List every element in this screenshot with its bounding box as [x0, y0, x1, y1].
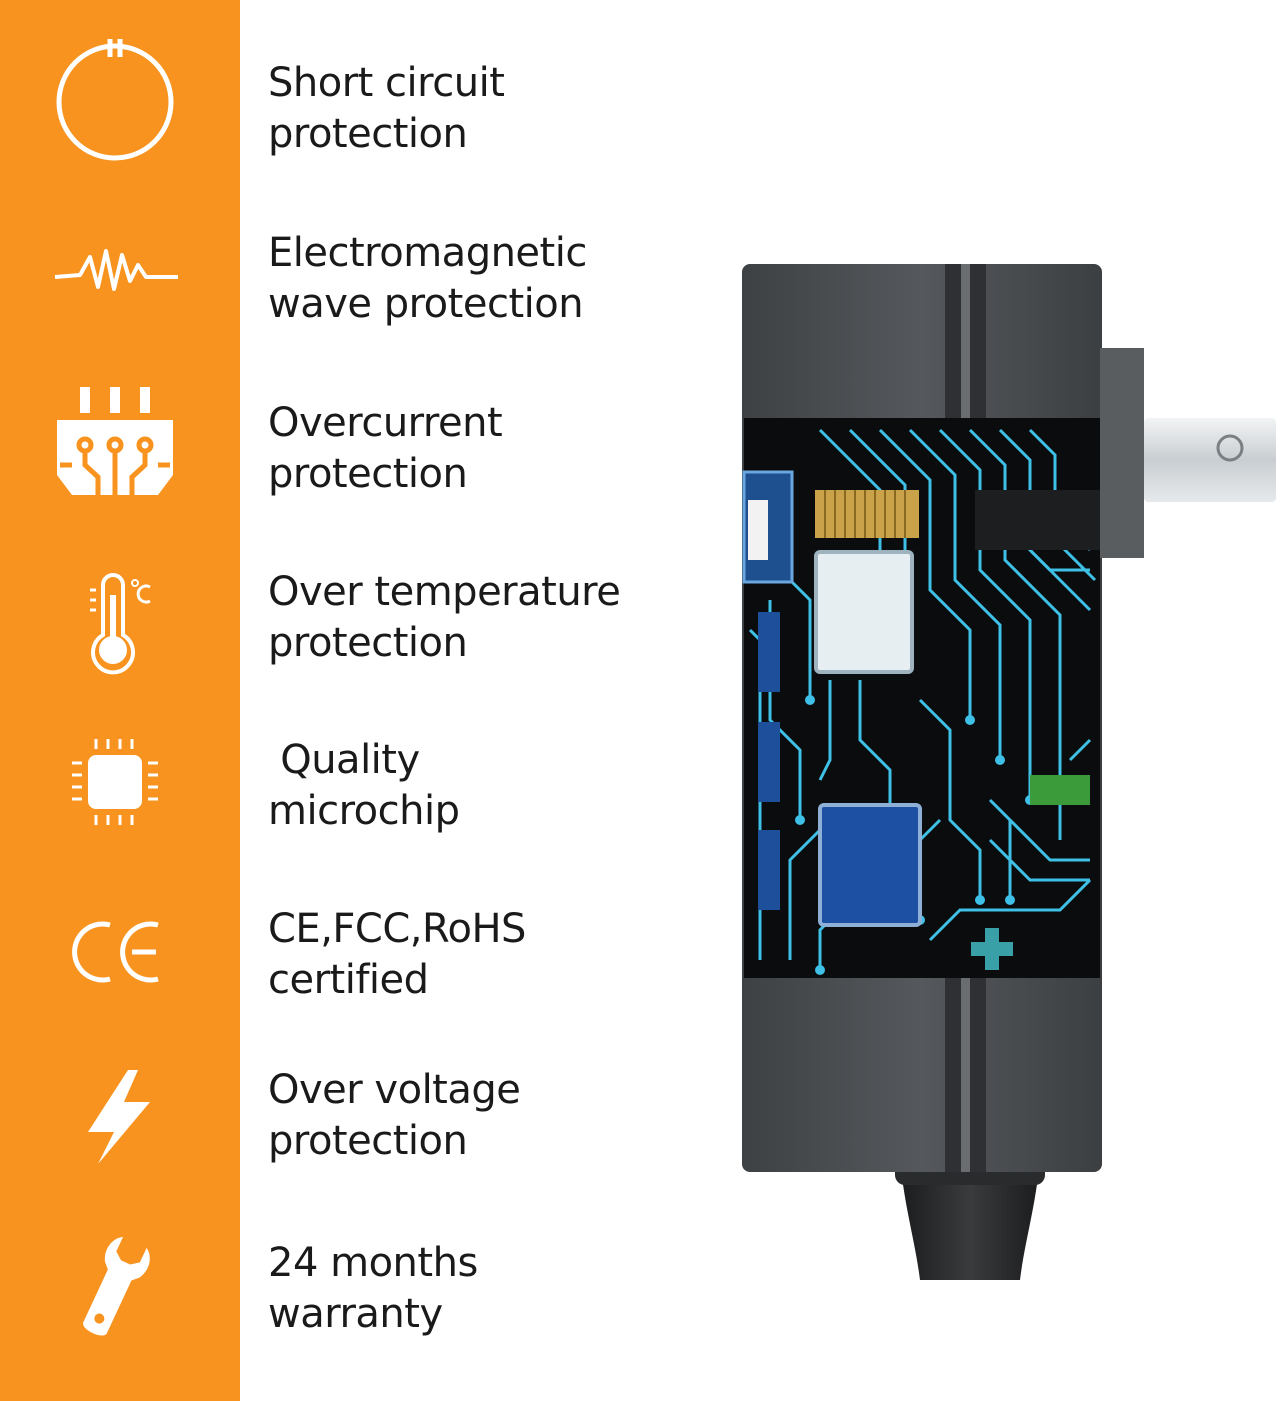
feature-electromagnetic: Electromagnetic wave protection — [268, 228, 688, 330]
feature-line: wave protection — [268, 281, 584, 327]
feature-microchip: Quality microchip — [268, 735, 688, 837]
feature-line: Short circuit — [268, 60, 505, 106]
power-ring-icon — [40, 25, 190, 175]
feature-line: Quality — [268, 737, 420, 783]
feature-line: Over temperature — [268, 569, 621, 615]
wave-pulse-icon — [40, 195, 190, 345]
feature-line: warranty — [268, 1291, 443, 1337]
orange-sidebar — [0, 0, 240, 1401]
feature-line: Over voltage — [268, 1067, 521, 1113]
ce-mark-icon — [40, 875, 190, 1025]
feature-line: protection — [268, 1118, 468, 1164]
feature-line: CE,FCC,RoHS — [268, 906, 526, 952]
feature-line: protection — [268, 451, 468, 497]
feature-over-temperature: Over temperature protection — [268, 567, 688, 669]
feature-line: protection — [268, 620, 468, 666]
feature-line: microchip — [268, 788, 460, 834]
feature-warranty: 24 months warranty — [268, 1238, 688, 1340]
power-adapter-image — [730, 200, 1280, 1280]
lightning-bolt-icon — [40, 1040, 190, 1190]
feature-short-circuit: Short circuit protection — [268, 58, 688, 160]
feature-overcurrent: Overcurrent protection — [268, 398, 688, 500]
microchip-icon — [40, 705, 190, 855]
thermometer-icon — [40, 535, 190, 685]
feature-over-voltage: Over voltage protection — [268, 1065, 688, 1167]
circuit-plug-icon — [40, 365, 190, 515]
feature-line: protection — [268, 111, 468, 157]
feature-line: 24 months — [268, 1240, 478, 1286]
feature-line: Overcurrent — [268, 400, 503, 446]
feature-line: Electromagnetic — [268, 230, 587, 276]
wrench-icon — [40, 1210, 190, 1360]
feature-line: certified — [268, 957, 429, 1003]
feature-certified: CE,FCC,RoHS certified — [268, 904, 688, 1006]
